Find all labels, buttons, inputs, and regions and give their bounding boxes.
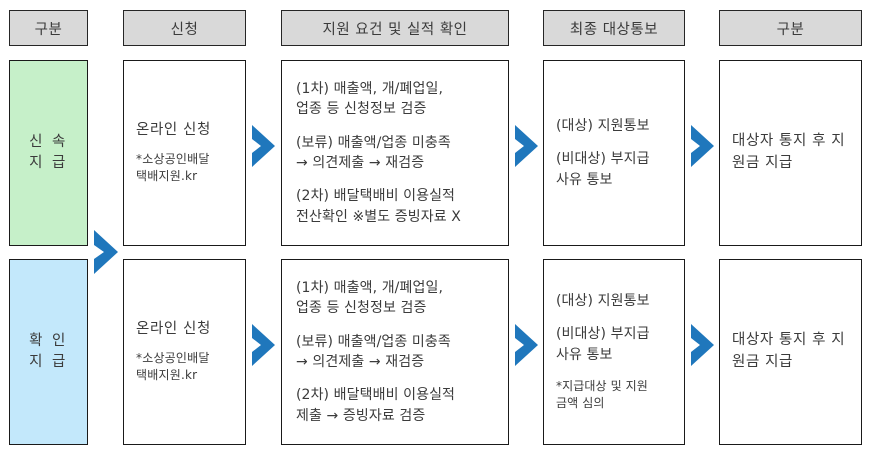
review-step-2: (보류) 매출액/업종 미충족 → 의견제출 → 재검증 (296, 333, 451, 370)
header-label: 구분 (776, 21, 805, 38)
row1-application-box: 온라인 신청 *소상공인배달 택배지원.kr (123, 60, 246, 246)
arrow-review-to-notice-row2 (513, 323, 540, 367)
header-label: 신청 (170, 21, 199, 38)
arrow-apply-to-review-row2 (250, 323, 277, 367)
header-category-right: 구분 (719, 10, 862, 46)
row-category-confirm-payment: 확 인 지 급 (9, 259, 88, 445)
row2-result-box: 대상자 통지 후 지 원금 지급 (719, 259, 862, 445)
notice-eligible: (대상) 지원통보 (556, 118, 650, 135)
arrow-category-to-apply-row1 (92, 228, 122, 276)
notice-extra-note: *지급대상 및 지원 금액 심의 (556, 379, 648, 411)
arrow-notice-to-result-row2 (689, 323, 716, 367)
header-review: 지원 요건 및 실적 확인 (281, 10, 509, 46)
header-label: 최종 대상통보 (569, 21, 659, 38)
review-step-3: (2차) 배달택배비 이용실적 제출 → 증빙자료 검증 (296, 387, 456, 424)
header-label: 지원 요건 및 실적 확인 (322, 21, 468, 38)
header-application: 신청 (123, 10, 246, 46)
review-step-3: (2차) 배달택배비 이용실적 전산확인 ※별도 증빙자료 X (296, 188, 461, 225)
notice-ineligible: (비대상) 부지급 사유 통보 (556, 151, 650, 188)
arrow-notice-to-result-row1 (689, 124, 716, 168)
header-category-left: 구분 (9, 10, 88, 46)
arrow-apply-to-review-row1 (250, 124, 277, 168)
header-label: 구분 (34, 21, 63, 38)
category-label: 신 속 지 급 (29, 133, 68, 171)
review-step-1: (1차) 매출액, 개/폐업일, 업종 등 신청정보 검증 (296, 81, 443, 118)
result-text: 대상자 통지 후 지 원금 지급 (732, 332, 846, 370)
review-step-1: (1차) 매출액, 개/폐업일, 업종 등 신청정보 검증 (296, 280, 443, 317)
row1-result-box: 대상자 통지 후 지 원금 지급 (719, 60, 862, 246)
row2-review-box: (1차) 매출액, 개/폐업일, 업종 등 신청정보 검증 (보류) 매출액/업… (281, 259, 509, 445)
application-title: 온라인 신청 (136, 321, 211, 338)
application-note: *소상공인배달 택배지원.kr (136, 151, 210, 184)
category-label: 확 인 지 급 (29, 332, 68, 370)
row2-application-box: 온라인 신청 *소상공인배달 택배지원.kr (123, 259, 246, 445)
application-title: 온라인 신청 (136, 122, 211, 139)
row2-notice-box: (대상) 지원통보 (비대상) 부지급 사유 통보 *지급대상 및 지원 금액 … (543, 259, 685, 445)
row1-notice-box: (대상) 지원통보 (비대상) 부지급 사유 통보 (543, 60, 685, 246)
review-step-2: (보류) 매출액/업종 미충족 → 의견제출 → 재검증 (296, 134, 451, 171)
row1-review-box: (1차) 매출액, 개/폐업일, 업종 등 신청정보 검증 (보류) 매출액/업… (281, 60, 509, 246)
result-text: 대상자 통지 후 지 원금 지급 (732, 133, 846, 171)
arrow-review-to-notice-row1 (513, 124, 540, 168)
row-category-fast-payment: 신 속 지 급 (9, 60, 88, 246)
header-final-notice: 최종 대상통보 (543, 10, 685, 46)
notice-eligible: (대상) 지원통보 (556, 293, 650, 310)
notice-ineligible: (비대상) 부지급 사유 통보 (556, 326, 650, 363)
application-note: *소상공인배달 택배지원.kr (136, 350, 210, 383)
